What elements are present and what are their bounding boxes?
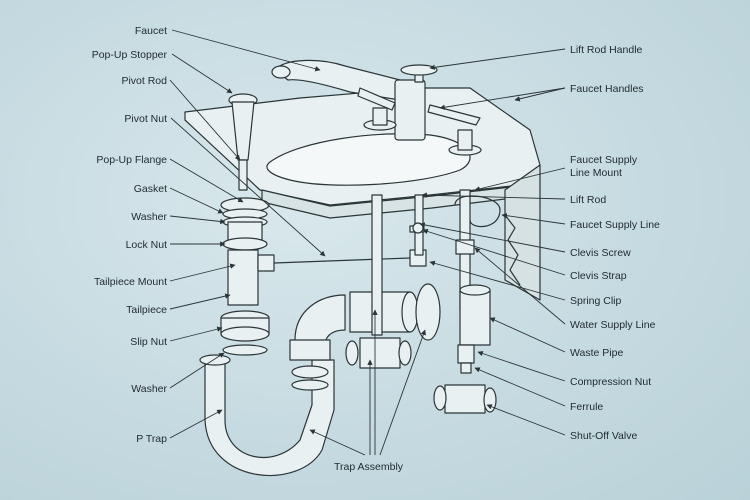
- label-trap-assembly: Trap Assembly: [334, 461, 404, 473]
- lift-rod-handle-top: [400, 64, 438, 76]
- label-ferrule: Ferrule: [570, 401, 604, 413]
- label-lock-nut: Lock Nut: [125, 239, 167, 251]
- faucet-handle-right: [427, 104, 481, 126]
- label-washer-top: Washer: [131, 211, 167, 223]
- tailpiece-mount: [257, 254, 275, 272]
- label-spring-clip: Spring Clip: [570, 295, 622, 307]
- faucet-body: [394, 79, 426, 141]
- basin-rim: [266, 133, 471, 186]
- label-compression-nut: Compression Nut: [570, 376, 652, 388]
- faucet-spout: [274, 59, 401, 101]
- trap-assembly-washer: [415, 283, 441, 341]
- label-faucet-supply-line: Faucet Supply Line: [570, 219, 660, 231]
- label-tailpiece: Tailpiece: [126, 304, 167, 316]
- trap-elbow: [294, 294, 346, 346]
- label-clevis-strap: Clevis Strap: [570, 270, 627, 282]
- leader-lines: [169, 29, 566, 456]
- compression-nut: [457, 344, 475, 364]
- trap-assembly-valve: [359, 337, 401, 369]
- faucet-handle-left: [357, 87, 396, 111]
- label-faucet-handles: Faucet Handles: [570, 83, 644, 95]
- label-lift-rod: Lift Rod: [570, 194, 607, 206]
- label-popup-flange: Pop-Up Flange: [96, 154, 167, 166]
- label-p-trap: P Trap: [136, 433, 167, 445]
- washer-bottom: [222, 344, 268, 356]
- label-pivot-nut: Pivot Nut: [124, 113, 167, 125]
- label-waste-pipe: Waste Pipe: [570, 347, 624, 359]
- ferrule: [460, 362, 472, 374]
- tailpiece: [227, 249, 259, 306]
- cabinet-torn-edge: [504, 214, 521, 286]
- label-tailpiece-mount: Tailpiece Mount: [94, 276, 167, 288]
- label-pivot-rod: Pivot Rod: [121, 75, 167, 87]
- popup-stopper-stem: [238, 159, 248, 191]
- label-gasket: Gasket: [133, 183, 167, 195]
- label-washer-bottom: Washer: [131, 383, 167, 395]
- label-popup-stopper: Pop-Up Stopper: [91, 49, 167, 61]
- faucet-spout-tip: [271, 65, 291, 79]
- p-trap: [204, 359, 335, 477]
- label-shutoff-valve: Shut-Off Valve: [570, 430, 638, 442]
- cabinet-side: [504, 164, 541, 301]
- label-water-supply-line: Water Supply Line: [570, 319, 656, 331]
- lock-nut: [222, 237, 268, 251]
- label-slip-nut: Slip Nut: [130, 336, 167, 348]
- label-faucet-supply-line-mount-1: Faucet Supply: [570, 154, 638, 166]
- faucet-supply-line: [454, 195, 501, 228]
- label-clevis-screw: Clevis Screw: [570, 247, 631, 259]
- label-faucet: Faucet: [134, 25, 167, 37]
- label-faucet-supply-line-mount-2: Line Mount: [570, 167, 622, 179]
- waste-pipe: [459, 289, 491, 346]
- label-lift-rod-handle: Lift Rod Handle: [570, 44, 643, 56]
- shutoff-valve: [444, 384, 486, 414]
